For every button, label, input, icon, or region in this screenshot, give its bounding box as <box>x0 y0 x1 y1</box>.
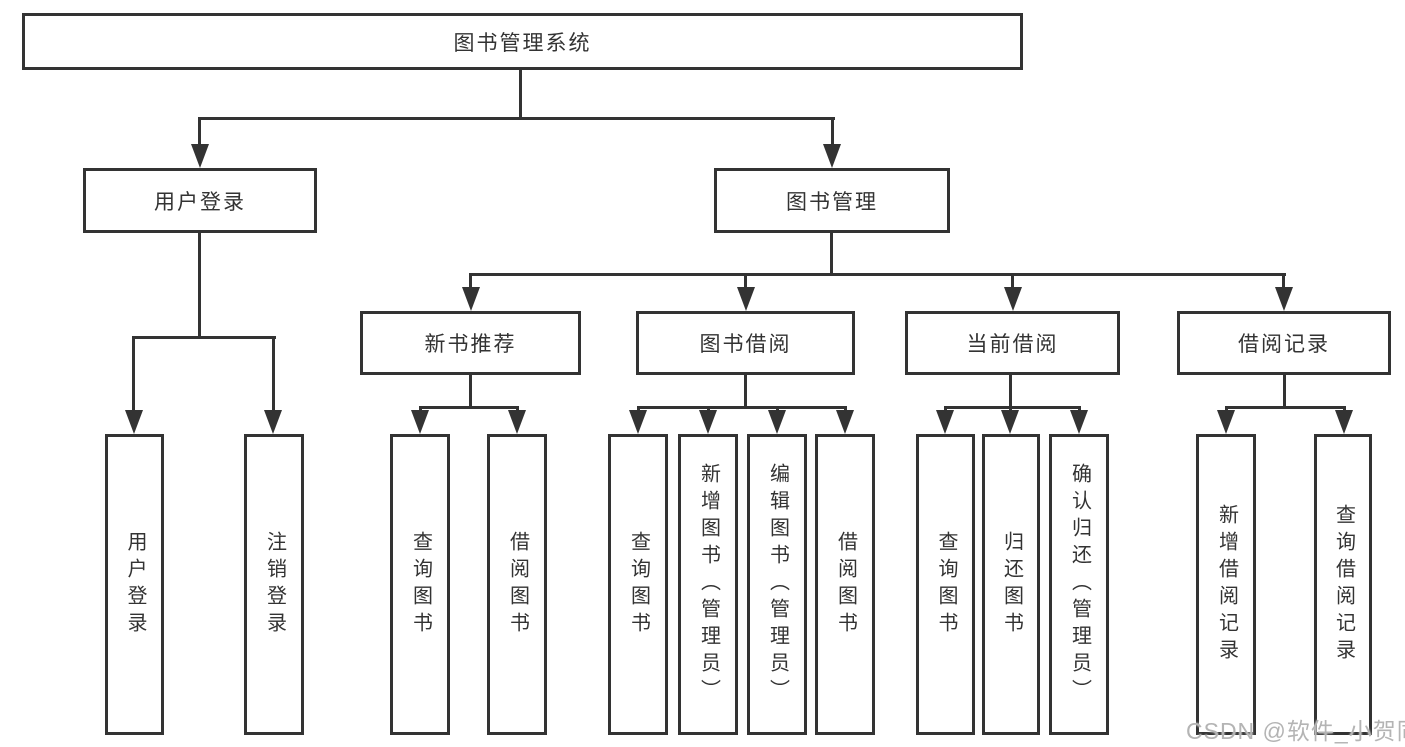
arrowhead-user-login <box>191 144 209 168</box>
node-user-login: 用户登录 <box>83 168 317 233</box>
arrowhead-record-add <box>1217 410 1235 434</box>
arrowhead-record-query <box>1335 410 1353 434</box>
leaf-current-confirm-return-admin: 确认归还（管理员） <box>1049 434 1109 735</box>
connector-record-vline <box>1283 375 1286 409</box>
arrowhead-current-query <box>936 410 954 434</box>
leaf-current-return-books: 归还图书 <box>982 434 1040 735</box>
leaf-label: 借阅图书 <box>506 530 529 639</box>
arrowhead-current-borrow <box>1004 287 1022 311</box>
node-label: 当前借阅 <box>966 333 1059 356</box>
connector-userlogin-shaft-2 <box>272 336 275 414</box>
leaf-user-login: 用户登录 <box>105 434 164 735</box>
arrowhead-current-return <box>1001 410 1019 434</box>
arrowhead-borrow-borrow <box>836 410 854 434</box>
arrowhead-borrow-edit <box>768 410 786 434</box>
leaf-label: 注销登录 <box>263 530 286 639</box>
connector-root-shaft-left <box>198 117 201 147</box>
connector-mgmt-hbar <box>469 273 1286 276</box>
leaf-newbook-query-books: 查询图书 <box>390 434 450 735</box>
node-library-system: 图书管理系统 <box>22 13 1023 70</box>
leaf-logout: 注销登录 <box>244 434 304 735</box>
connector-root-shaft-right <box>831 117 834 147</box>
leaf-label: 编辑图书（管理员） <box>766 463 789 706</box>
leaf-label: 查询图书 <box>935 530 957 639</box>
leaf-borrow-query-books: 查询图书 <box>608 434 668 735</box>
leaf-newbook-borrow-books: 借阅图书 <box>487 434 547 735</box>
node-borrow-record: 借阅记录 <box>1177 311 1391 375</box>
leaf-label: 用户登录 <box>124 530 146 639</box>
node-label: 新书推荐 <box>424 333 517 356</box>
connector-newbook-vline <box>469 375 472 409</box>
arrowhead-leaf-user-login <box>125 410 143 434</box>
connector-userlogin-vline <box>198 233 201 339</box>
connector-mgmt-shaft-3 <box>1011 273 1014 291</box>
connector-borrow-hbar <box>637 406 847 409</box>
leaf-borrow-edit-books-admin: 编辑图书（管理员） <box>747 434 807 735</box>
arrowhead-new-book <box>462 287 480 311</box>
leaf-label: 新增图书（管理员） <box>697 463 720 706</box>
node-book-management: 图书管理 <box>714 168 950 233</box>
leaf-current-query-books: 查询图书 <box>916 434 975 735</box>
connector-record-hbar <box>1225 406 1346 409</box>
leaf-label: 确认归还（管理员） <box>1068 463 1091 706</box>
arrowhead-borrow-query <box>629 410 647 434</box>
arrowhead-borrow-add <box>699 410 717 434</box>
leaf-label: 查询图书 <box>409 530 432 639</box>
arrowhead-book-management <box>823 144 841 168</box>
leaf-borrow-borrow-books: 借阅图书 <box>815 434 875 735</box>
arrowhead-leaf-logout <box>264 410 282 434</box>
connector-mgmt-vline <box>830 233 833 276</box>
node-label: 图书管理系统 <box>453 31 592 55</box>
csdn-watermark: CSDN @软件_小贺同学 <box>1186 718 1405 744</box>
leaf-borrow-add-books-admin: 新增图书（管理员） <box>678 434 738 735</box>
arrowhead-book-borrow <box>737 287 755 311</box>
leaf-label: 新增借阅记录 <box>1215 503 1238 666</box>
node-label: 图书管理 <box>786 190 878 214</box>
connector-mgmt-shaft-4 <box>1282 273 1285 291</box>
node-book-borrow: 图书借阅 <box>636 311 855 375</box>
leaf-record-add-record: 新增借阅记录 <box>1196 434 1256 735</box>
arrowhead-current-confirm <box>1070 410 1088 434</box>
node-current-borrow: 当前借阅 <box>905 311 1120 375</box>
node-new-book-recommend: 新书推荐 <box>360 311 581 375</box>
leaf-label: 归还图书 <box>1000 530 1023 639</box>
leaf-label: 借阅图书 <box>834 530 857 639</box>
leaf-label: 查询借阅记录 <box>1332 503 1355 666</box>
connector-userlogin-shaft-1 <box>132 336 135 414</box>
connector-mgmt-shaft-2 <box>744 273 747 291</box>
connector-mgmt-shaft-1 <box>469 273 472 291</box>
arrowhead-borrow-record <box>1275 287 1293 311</box>
connector-borrow-vline <box>744 375 747 409</box>
node-label: 图书借阅 <box>699 333 792 356</box>
connector-root-hbar <box>198 117 835 120</box>
leaf-label: 查询图书 <box>627 530 650 639</box>
leaf-record-query-record: 查询借阅记录 <box>1314 434 1372 735</box>
arrowhead-newbook-borrow <box>508 410 526 434</box>
connector-current-hbar <box>944 406 1081 409</box>
connector-newbook-hbar <box>419 406 519 409</box>
connector-current-vline <box>1009 375 1012 409</box>
node-label: 借阅记录 <box>1238 333 1330 356</box>
connector-root-vline <box>519 70 522 120</box>
arrowhead-newbook-query <box>411 410 429 434</box>
node-label: 用户登录 <box>154 190 246 214</box>
connector-userlogin-hbar <box>133 336 276 339</box>
